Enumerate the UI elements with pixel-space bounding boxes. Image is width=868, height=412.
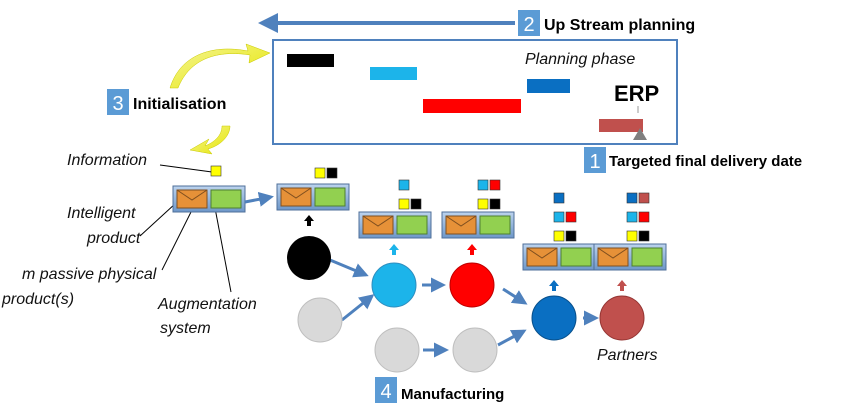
information-square xyxy=(489,179,501,191)
node-brick xyxy=(599,295,645,341)
information-square xyxy=(553,192,565,204)
information-pointer xyxy=(159,164,213,173)
information-square xyxy=(638,192,650,204)
augmentation-system-icon xyxy=(396,215,428,235)
information-square xyxy=(565,211,577,223)
partners-label: Partners xyxy=(597,347,657,364)
yellow-curve-arrow-top xyxy=(169,43,271,89)
information-square xyxy=(553,230,565,242)
passive-product-fold-icon xyxy=(597,247,629,259)
planning-bar-sky xyxy=(370,67,417,80)
manufacturing-label: Manufacturing xyxy=(401,386,504,403)
product-link-arrow xyxy=(617,280,627,291)
initialisation-label: Initialisation xyxy=(133,96,226,113)
augmentation-system-icon xyxy=(479,215,511,235)
augmentation-system-icon xyxy=(210,189,242,209)
passive-product-fold-icon xyxy=(362,215,394,227)
information-square xyxy=(565,230,577,242)
information-square xyxy=(477,198,489,210)
delivery-date-marker xyxy=(633,128,647,140)
step-4-badge: 4 xyxy=(375,377,397,403)
step-4-number: 4 xyxy=(380,381,391,403)
information-square xyxy=(477,179,489,191)
product-link-arrow xyxy=(549,280,559,291)
step-2-badge: 2 xyxy=(518,10,540,36)
information-square xyxy=(626,211,638,223)
yellow-curve-arrow-bottom xyxy=(189,125,231,155)
step-1-number: 1 xyxy=(589,151,600,173)
node-black xyxy=(287,236,331,280)
product-unit-red xyxy=(441,211,515,239)
planning-bar-brick xyxy=(599,119,643,132)
product-unit-sky xyxy=(358,211,432,239)
information-square xyxy=(638,230,650,242)
augmentation-system-icon xyxy=(314,187,346,207)
planning-bar-navy xyxy=(527,79,570,93)
planning-bar-black xyxy=(287,54,334,67)
information-square xyxy=(398,179,410,191)
step-2-number: 2 xyxy=(523,14,534,36)
information-square xyxy=(626,230,638,242)
intelligent-label-1: Intelligent xyxy=(67,205,136,222)
passive-product-fold-icon xyxy=(445,215,477,227)
information-square xyxy=(626,192,638,204)
step-1-badge: 1 xyxy=(584,147,606,173)
augmentation-system-icon xyxy=(560,247,592,267)
product-unit-black xyxy=(276,183,350,211)
passive-product-fold-icon xyxy=(280,187,312,199)
augmentation-pointer xyxy=(214,207,232,293)
information-square xyxy=(489,198,501,210)
intelligent-products xyxy=(172,165,667,291)
information-square xyxy=(398,198,410,210)
init-to-product-arrow xyxy=(244,191,274,207)
planning-phase-label: Planning phase xyxy=(525,51,635,68)
information-square xyxy=(314,167,326,179)
erp-label: ERP xyxy=(614,81,659,106)
node-sky xyxy=(371,262,417,308)
augmentation-label-2: system xyxy=(160,320,211,337)
intelligent-pointer xyxy=(139,202,177,237)
information-label: Information xyxy=(67,152,147,169)
node-grey-2 xyxy=(374,327,420,373)
step-3-number: 3 xyxy=(112,93,123,115)
upstream-planning-label: Up Stream planning xyxy=(544,17,695,34)
node-grey-1 xyxy=(297,297,343,343)
product-link-arrow xyxy=(467,244,477,255)
product-link-arrow xyxy=(389,244,399,255)
intelligent-label-2: product xyxy=(86,230,141,247)
information-square xyxy=(410,198,422,210)
product-link-arrow xyxy=(304,215,314,226)
information-square xyxy=(638,211,650,223)
node-grey-3 xyxy=(452,327,498,373)
targeted-delivery-label: Targeted final delivery date xyxy=(609,153,802,170)
product-unit-brick xyxy=(593,243,667,271)
augmentation-system-icon xyxy=(631,247,663,267)
initial-product-unit xyxy=(172,185,246,213)
passive-pointer xyxy=(161,207,194,271)
information-square xyxy=(210,165,222,177)
planning-bar-red xyxy=(423,99,521,113)
passive-product-fold-icon xyxy=(176,189,208,201)
passive-label-2: product(s) xyxy=(1,291,74,308)
passive-product-fold-icon xyxy=(526,247,558,259)
node-red xyxy=(449,262,495,308)
node-navy xyxy=(531,295,577,341)
step-3-badge: 3 xyxy=(107,89,129,115)
network-edges xyxy=(329,258,599,358)
augmentation-label-1: Augmentation xyxy=(157,296,257,313)
passive-label-1: m passive physical xyxy=(22,266,157,283)
product-unit-navy xyxy=(522,243,596,271)
information-square xyxy=(326,167,338,179)
information-square xyxy=(553,211,565,223)
